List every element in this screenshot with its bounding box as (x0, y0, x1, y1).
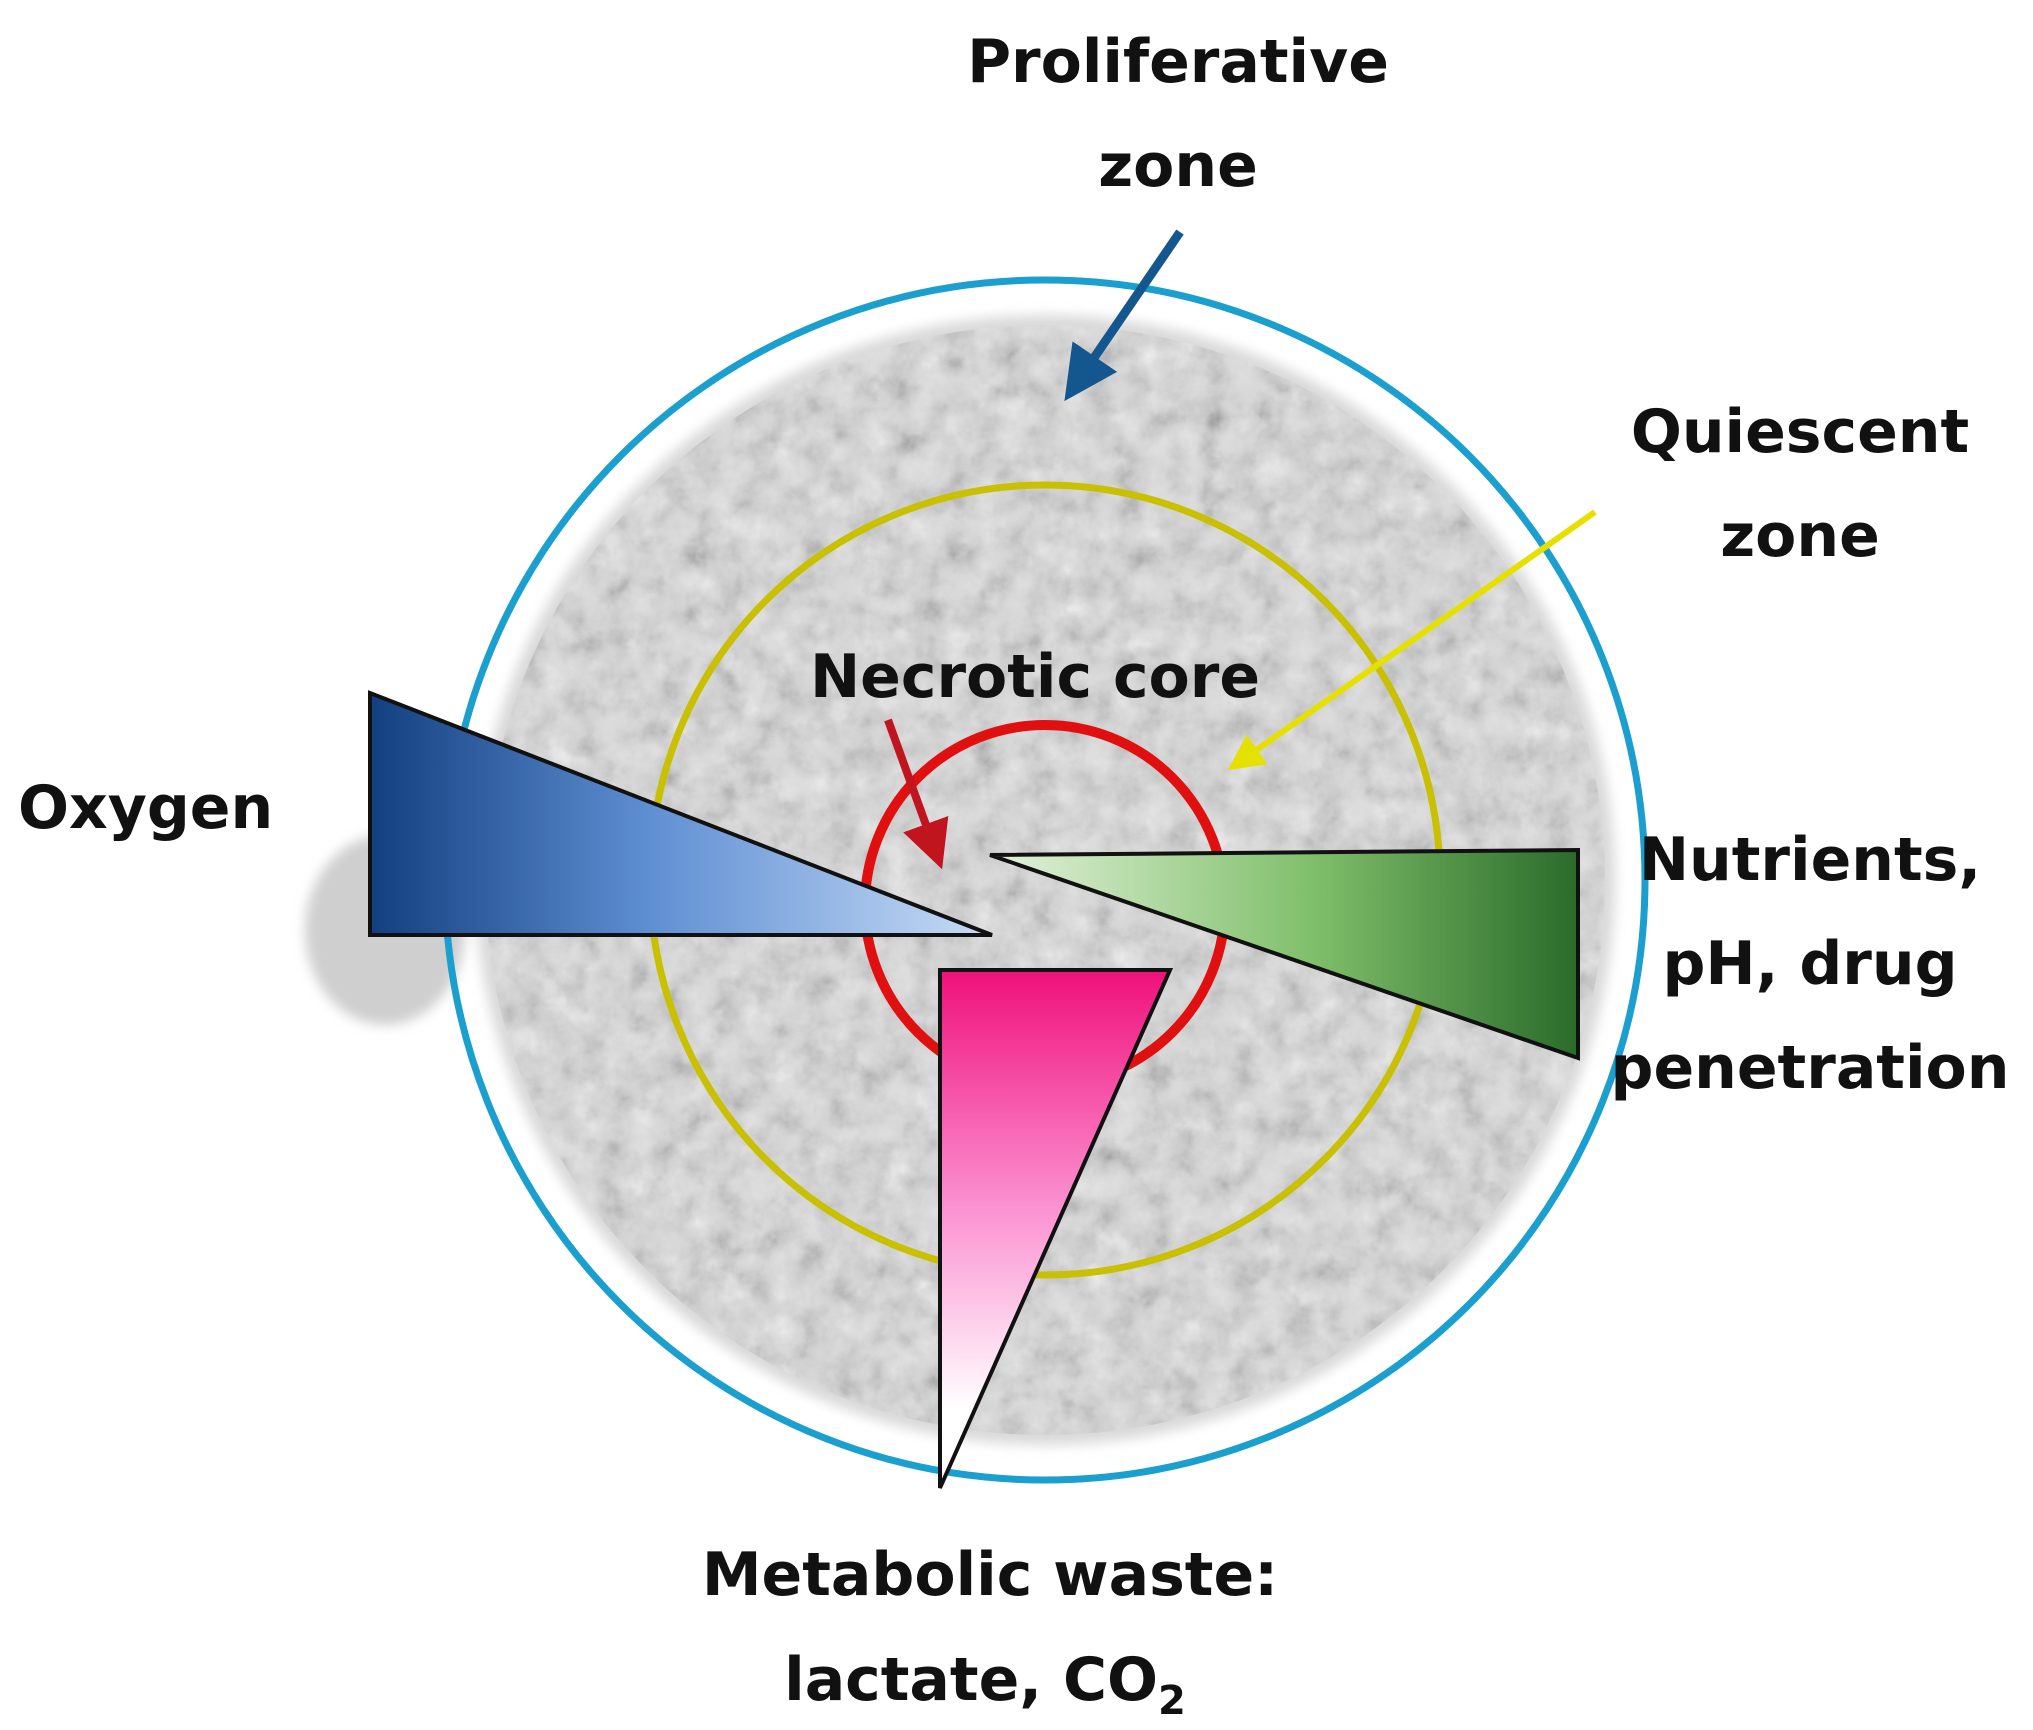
proliferative-zone-label-line1: Proliferative (967, 27, 1389, 97)
waste-label-line2: lactate, CO2 (784, 1645, 1186, 1724)
oxygen-gradient-wedge (368, 690, 993, 937)
proliferative-zone-label-line2: zone (1098, 131, 1258, 201)
quiescent-zone-label-line1: Quiescent (1631, 397, 1969, 467)
waste-label-line2-main: lactate, CO (784, 1645, 1158, 1715)
nutrients-gradient-wedge (989, 847, 1580, 1061)
quiescent-zone-label-line2: zone (1720, 501, 1880, 571)
necrotic-core-label: Necrotic core (810, 642, 1260, 712)
nutrients-label-line2: pH, drug (1662, 929, 1957, 999)
quiescent-zone-arrow (1227, 509, 1597, 771)
waste-label-line2-subscript: 2 (1158, 1678, 1186, 1724)
nutrients-label-line3: penetration (1611, 1033, 2010, 1103)
oxygen-label: Oxygen (18, 773, 273, 843)
proliferative-zone-arrow (1064, 229, 1184, 402)
waste-label-line1: Metabolic waste: (702, 1540, 1278, 1610)
necrotic-core-arrow (884, 718, 949, 870)
nutrients-label-line1: Nutrients, (1639, 825, 1981, 895)
waste-gradient-wedge (938, 968, 1174, 1489)
